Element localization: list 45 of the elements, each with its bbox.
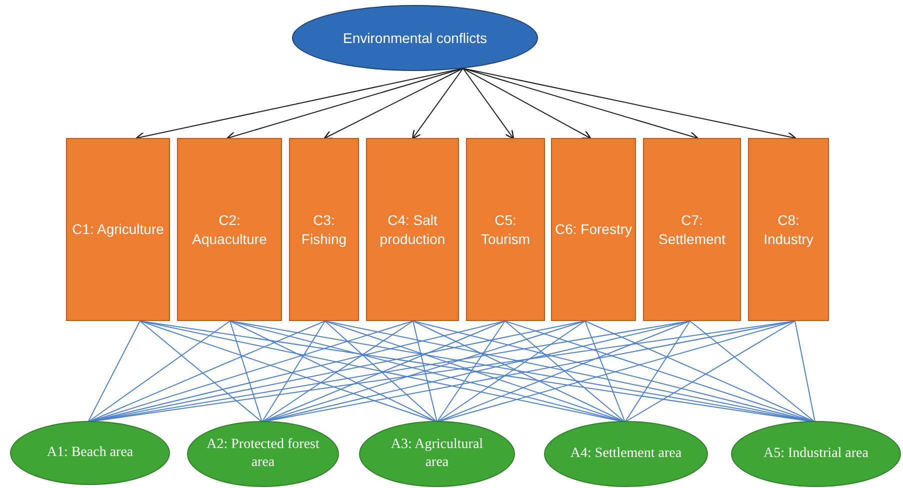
node-label: A5: Industrial area bbox=[764, 445, 868, 463]
connector-line bbox=[88, 320, 326, 422]
criterion-box bbox=[748, 138, 829, 321]
connector-line bbox=[436, 320, 506, 422]
node-label: C6: Forestry bbox=[555, 220, 632, 239]
criterion-box bbox=[66, 138, 170, 321]
connector-line bbox=[324, 320, 438, 422]
connector-line bbox=[624, 320, 796, 422]
node-label: C2: Aquaculture bbox=[191, 210, 268, 248]
connector-line bbox=[262, 320, 326, 422]
criterion-box bbox=[289, 138, 359, 321]
node-label: C5: Tourism bbox=[480, 210, 531, 248]
node-label: C1: Agriculture bbox=[72, 220, 164, 239]
connector-line bbox=[230, 320, 438, 422]
connector-line bbox=[230, 320, 262, 422]
connector-line bbox=[88, 320, 140, 422]
connector-line bbox=[690, 320, 816, 422]
node-label: A1: Beach area bbox=[46, 444, 134, 462]
connector-line bbox=[140, 320, 262, 422]
node-label: A2: Protected forest area bbox=[206, 436, 320, 472]
criterion-box bbox=[466, 138, 545, 321]
criterion-box bbox=[366, 138, 459, 321]
node-label: A4: Settlement area bbox=[570, 445, 682, 463]
connector-line bbox=[584, 320, 626, 422]
connector-line bbox=[436, 320, 586, 422]
connector-line bbox=[504, 320, 626, 422]
node-label: C4: Salt production bbox=[378, 210, 446, 248]
connector-line bbox=[262, 320, 414, 422]
connector-line bbox=[436, 320, 690, 422]
connector-line bbox=[88, 320, 230, 422]
node-label: C3: Fishing bbox=[300, 210, 348, 248]
arrow bbox=[462, 68, 698, 140]
node-label: C8: Industry bbox=[762, 210, 814, 248]
criterion-box bbox=[643, 138, 741, 321]
connector-line bbox=[412, 320, 438, 422]
connector-line bbox=[624, 320, 690, 422]
node-label: Environmental conflicts bbox=[343, 30, 487, 46]
node-label: A3: Agricultural area bbox=[390, 436, 484, 472]
node-label: C7: Settlement bbox=[658, 210, 726, 248]
connector-line bbox=[584, 320, 816, 422]
criterion-box bbox=[551, 138, 636, 321]
connector-line bbox=[262, 320, 506, 422]
connector-line bbox=[794, 320, 816, 422]
criterion-box bbox=[177, 138, 282, 321]
connector-line bbox=[412, 320, 626, 422]
